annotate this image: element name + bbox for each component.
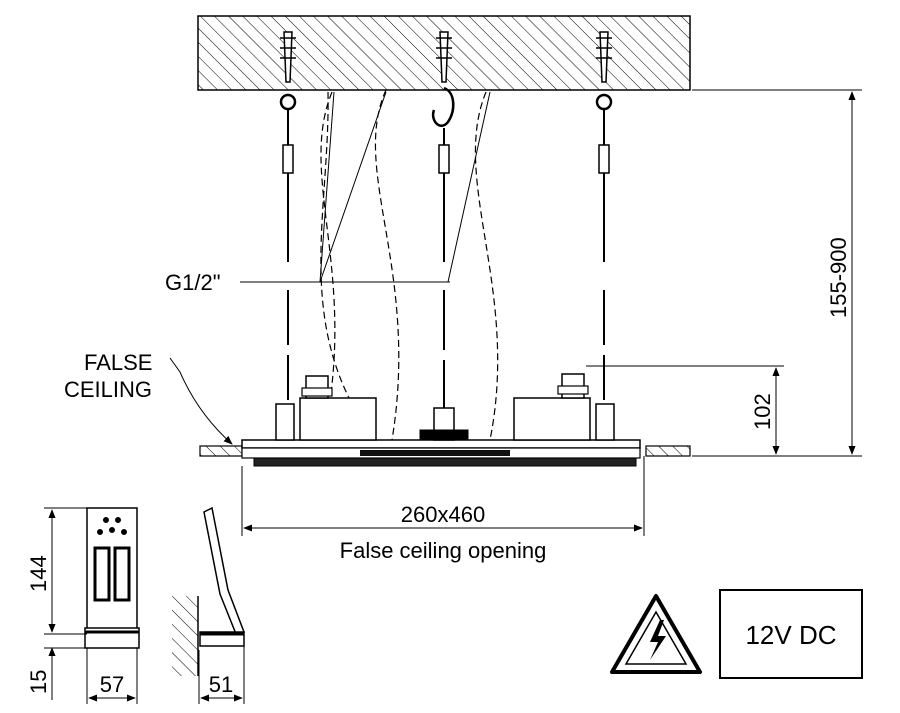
shower-face-plate xyxy=(241,447,641,467)
shower-head-body xyxy=(241,373,641,449)
panel-height-value: 144 xyxy=(26,555,51,592)
false-ceiling-label-1: FALSE xyxy=(84,350,152,375)
opening-size-value: 260x460 xyxy=(401,502,485,527)
control-panel-side xyxy=(172,506,246,676)
thread-label: G1/2" xyxy=(165,270,221,295)
suspension-dimension xyxy=(692,89,862,457)
panel-dimensions xyxy=(44,507,245,704)
panel-base-value: 15 xyxy=(26,670,51,694)
body-height-dimension xyxy=(586,365,784,455)
body-height-dimension-value: 102 xyxy=(750,393,775,430)
suspension-middle xyxy=(431,31,455,410)
suspension-right xyxy=(595,31,613,400)
control-panel-front xyxy=(84,507,140,649)
panel-width-value: 57 xyxy=(100,672,124,697)
false-ceiling-label-2: CEILING xyxy=(64,377,152,402)
suspension-left xyxy=(279,31,297,400)
voltage-label: 12V DC xyxy=(745,620,836,650)
panel-depth-value: 51 xyxy=(209,672,233,697)
opening-dimension xyxy=(241,456,645,536)
voltage-box xyxy=(719,589,863,679)
suspension-dimension-value: 155-900 xyxy=(826,237,851,318)
false-ceiling-leader xyxy=(169,357,233,445)
flexible-hoses xyxy=(320,89,499,441)
high-voltage-warning-icon xyxy=(610,594,702,674)
thread-leader xyxy=(240,91,491,283)
opening-caption: False ceiling opening xyxy=(340,538,547,563)
